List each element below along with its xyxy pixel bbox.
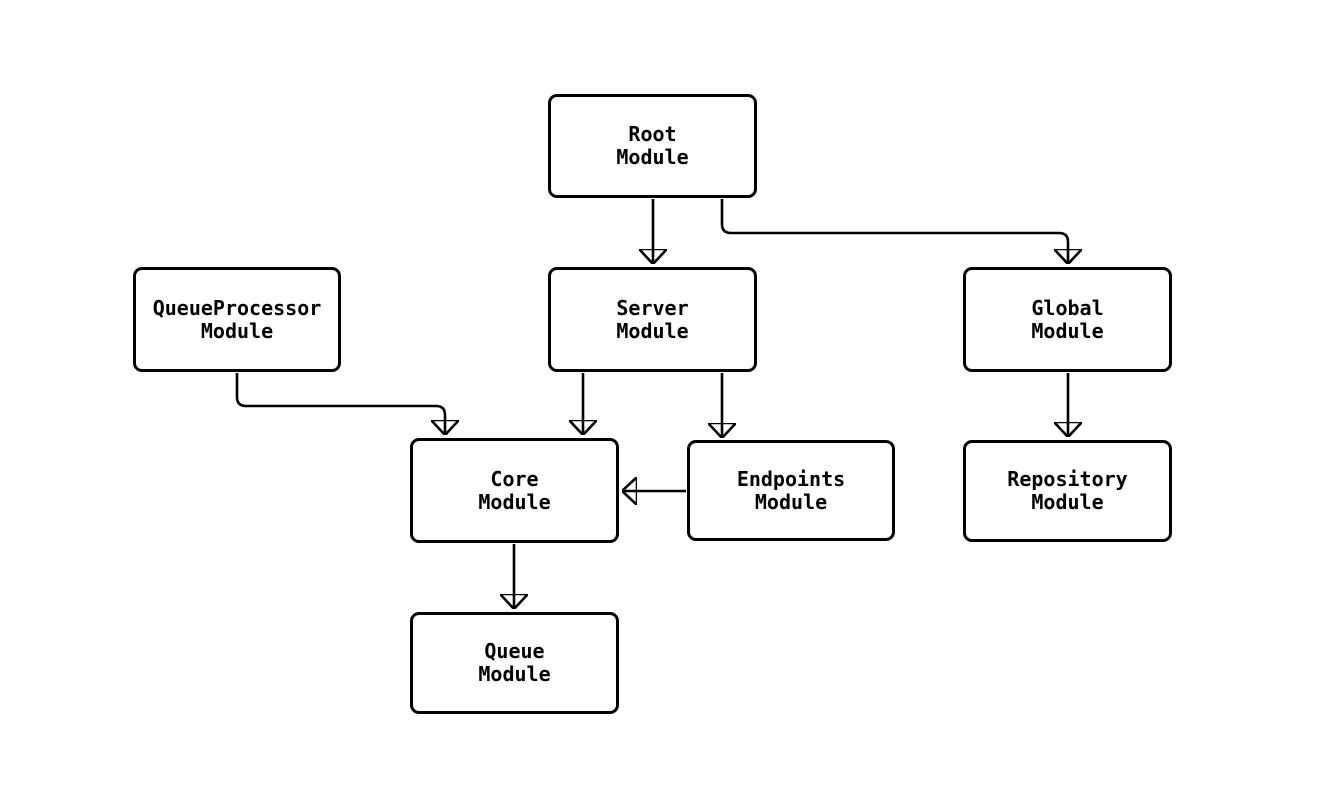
node-core-module: Core Module: [410, 438, 619, 543]
node-global-module-label: Global Module: [1031, 295, 1104, 343]
node-queueprocessor-module: QueueProcessor Module: [133, 267, 341, 372]
node-queue-module: Queue Module: [410, 612, 619, 714]
node-queue-module-label: Queue Module: [478, 639, 551, 686]
node-server-module: Server Module: [548, 267, 757, 372]
node-queueprocessor-module-label: QueueProcessor Module: [152, 295, 322, 343]
edge-root-to-global: [720, 199, 1068, 263]
edge-queueprocessor-to-core: [235, 373, 445, 434]
node-endpoints-module: Endpoints Module: [687, 440, 895, 541]
node-global-module: Global Module: [963, 267, 1172, 372]
node-root-module-label: Root Module: [616, 122, 689, 169]
node-endpoints-module-label: Endpoints Module: [736, 466, 846, 514]
node-server-module-label: Server Module: [616, 295, 689, 343]
node-root-module: Root Module: [548, 94, 757, 198]
node-core-module-label: Core Module: [478, 466, 551, 514]
node-repository-module: Repository Module: [963, 440, 1172, 542]
node-repository-module-label: Repository Module: [1007, 467, 1128, 514]
